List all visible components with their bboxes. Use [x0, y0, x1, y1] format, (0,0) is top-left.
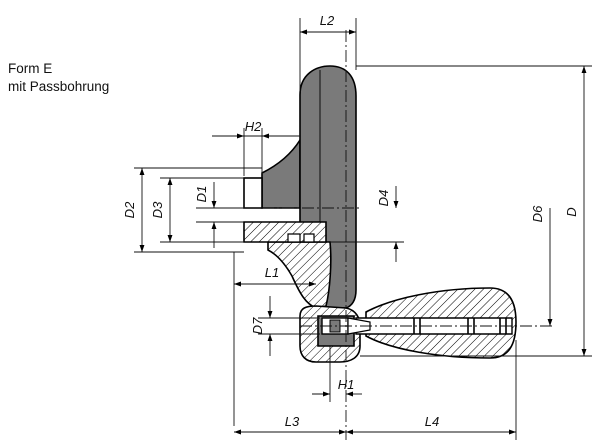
- center-lines: [300, 30, 555, 440]
- dim-label-l1: L1: [265, 265, 279, 280]
- dim-label-d3: D3: [150, 201, 165, 218]
- dim-label-h1: H1: [338, 377, 355, 392]
- form-sublabel: mit Passbohrung: [8, 79, 110, 94]
- dim-label-d6: D6: [530, 205, 545, 222]
- extension-lines: [134, 18, 592, 440]
- dim-label-h2: H2: [245, 119, 262, 134]
- form-note: Form E mit Passbohrung: [8, 60, 109, 96]
- dim-label-l2: L2: [320, 13, 335, 28]
- dim-label-d1: D1: [194, 186, 209, 203]
- handwheel-body: [243, 65, 362, 363]
- dim-label-l3: L3: [285, 414, 300, 429]
- dim-label-d4: D4: [376, 190, 391, 207]
- handle-grip: [321, 287, 517, 359]
- dim-label-l4: L4: [425, 414, 439, 429]
- dim-label-d7: D7: [250, 317, 265, 334]
- dimension-labels: L2 H2 D2 D3 D1 D4 D6 D L1 D7 H1 L3 L4: [122, 13, 579, 429]
- dimension-lines: [139, 29, 587, 435]
- dim-label-d2: D2: [122, 201, 137, 218]
- form-label: Form E: [8, 61, 53, 76]
- dim-label-d: D: [564, 207, 579, 216]
